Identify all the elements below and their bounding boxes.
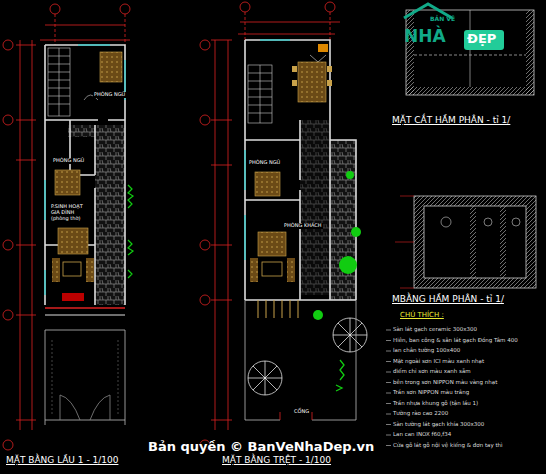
note-line: Trần nhựa khung gỗ (tận lầu 1) — [393, 400, 478, 406]
section-title: MẶT CẮT HẦM PHÂN - tỉ 1/ — [392, 115, 510, 125]
note-line: Hiên, ban công & sân lát gạch Đồng Tâm 4… — [393, 337, 518, 343]
note-line: lan chân tường 100x400 — [393, 347, 460, 353]
room-label: PHÒNG NGỦ — [93, 92, 126, 98]
room-label: PHÒNG KHÁCH — [283, 223, 323, 229]
note-line: điểm chỉ sơn màu xanh sẫm — [393, 368, 471, 374]
logo-text: BẢN VẼ — [430, 16, 455, 23]
logo-text: ĐẸP — [467, 32, 496, 47]
note-line: Tường rào cao 2200 — [393, 410, 448, 416]
note-line: bên trong sơn NIPPON màu vàng nhạt — [393, 379, 497, 385]
note-line: Lan can INOX f60,f34 — [393, 431, 451, 437]
gate-label: CỔNG — [293, 409, 310, 415]
section-title: MBẰNG HẦM PHÂN - tỉ 1/ — [392, 294, 504, 304]
note-line: Cửa gỗ lát gỗ nội vệ kiếng & đơn tay thì — [393, 442, 503, 448]
plan-title: MẶT BẰNG LẦU 1 - 1/100 — [6, 455, 118, 465]
watermark: Bản quyền © BanVeNhaDep.vn — [148, 440, 374, 455]
plan-title: MẶT BẰNG TRỆT - 1/100 — [222, 455, 331, 465]
note-line: Mặt ngoài sơn ICI màu xanh nhạt — [393, 358, 484, 364]
room-label: PHÒNG NGỦ — [52, 158, 85, 164]
room-label: PHÒNG NGỦ — [248, 160, 281, 166]
note-line: Trần sơn NIPPON màu trắng — [393, 389, 469, 395]
note-line: Sàn lát gạch ceramic 300x300 — [393, 326, 477, 332]
logo-text: NHÀ — [404, 27, 446, 47]
logo-badge — [464, 30, 504, 50]
note-line: Sàn tường lát gạch khía 300x300 — [393, 421, 484, 427]
room-label: P.SINH HOẠT GIA ĐÌNH (phòng thờ) — [50, 204, 94, 221]
notes-heading: CHÚ THÍCH : — [400, 311, 444, 319]
